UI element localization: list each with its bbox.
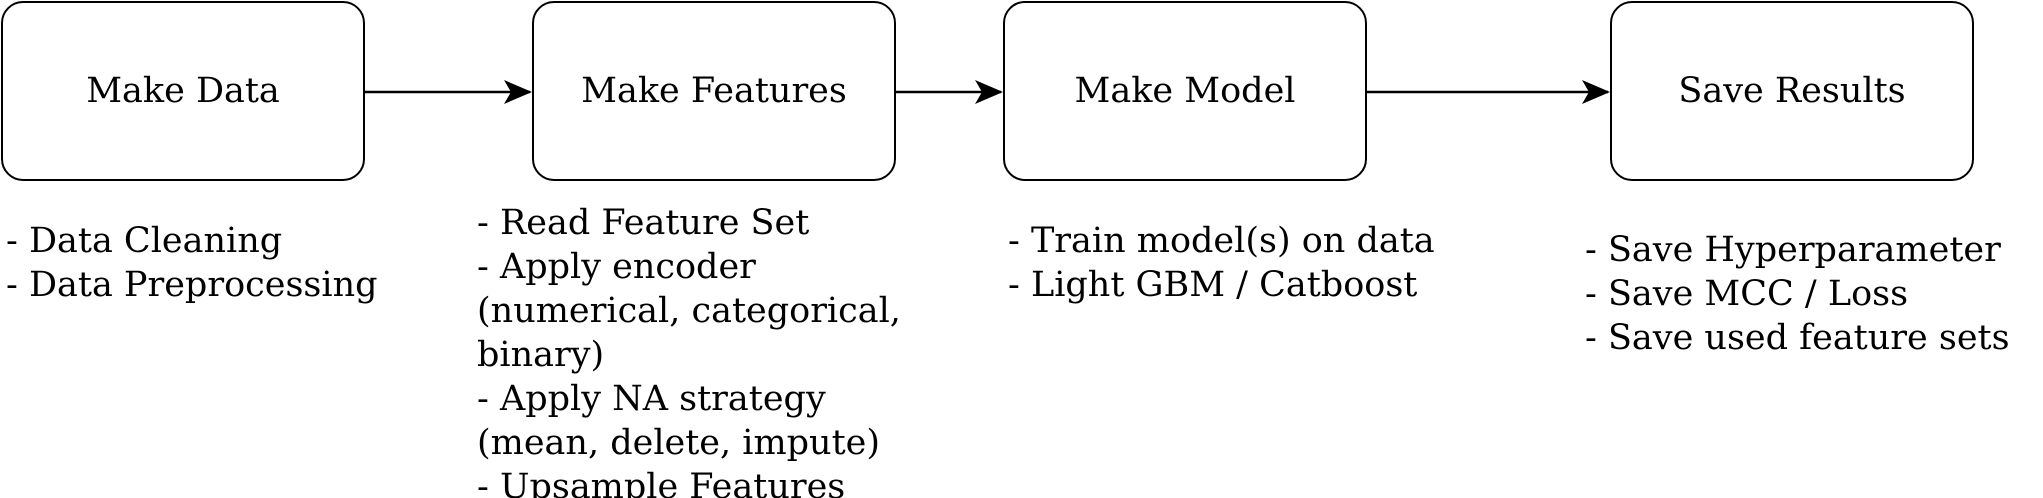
stage-label: Make Features: [581, 71, 847, 111]
note-line: - Upsample Features: [477, 467, 846, 498]
note-line: - Apply encoder: [477, 247, 756, 287]
note-line: (numerical, categorical,: [477, 291, 901, 331]
note-line: - Read Feature Set: [477, 203, 810, 243]
stage-label: Make Model: [1074, 71, 1296, 111]
stage-box-make-features: Make Features: [532, 1, 896, 181]
stage-label: Make Data: [86, 71, 280, 111]
note-line: - Data Preprocessing: [6, 265, 378, 305]
stage-box-save-results: Save Results: [1610, 1, 1974, 181]
stage-notes-make-features: - Read Feature Set - Apply encoder (nume…: [477, 201, 997, 498]
arrowhead-icon: [975, 80, 1003, 104]
stage-notes-make-data: - Data Cleaning - Data Preprocessing: [6, 219, 506, 307]
stage-label: Save Results: [1678, 71, 1906, 111]
note-line: binary): [477, 335, 605, 375]
stage-notes-save-results: - Save Hyperparameter - Save MCC / Loss …: [1585, 228, 2035, 360]
arrowhead-icon: [504, 80, 532, 104]
note-line: (mean, delete, impute): [477, 423, 881, 463]
note-line: - Save MCC / Loss: [1585, 274, 1909, 314]
stage-box-make-model: Make Model: [1003, 1, 1367, 181]
note-line: - Apply NA strategy: [477, 379, 826, 419]
stage-notes-make-model: - Train model(s) on data - Light GBM / C…: [1008, 219, 1588, 307]
note-line: - Save Hyperparameter: [1585, 230, 2001, 270]
note-line: - Save used feature sets: [1585, 318, 2010, 358]
note-line: - Light GBM / Catboost: [1008, 265, 1418, 305]
note-line: - Data Cleaning: [6, 221, 283, 261]
note-line: - Train model(s) on data: [1008, 221, 1435, 261]
arrowhead-icon: [1582, 80, 1610, 104]
stage-box-make-data: Make Data: [1, 1, 365, 181]
